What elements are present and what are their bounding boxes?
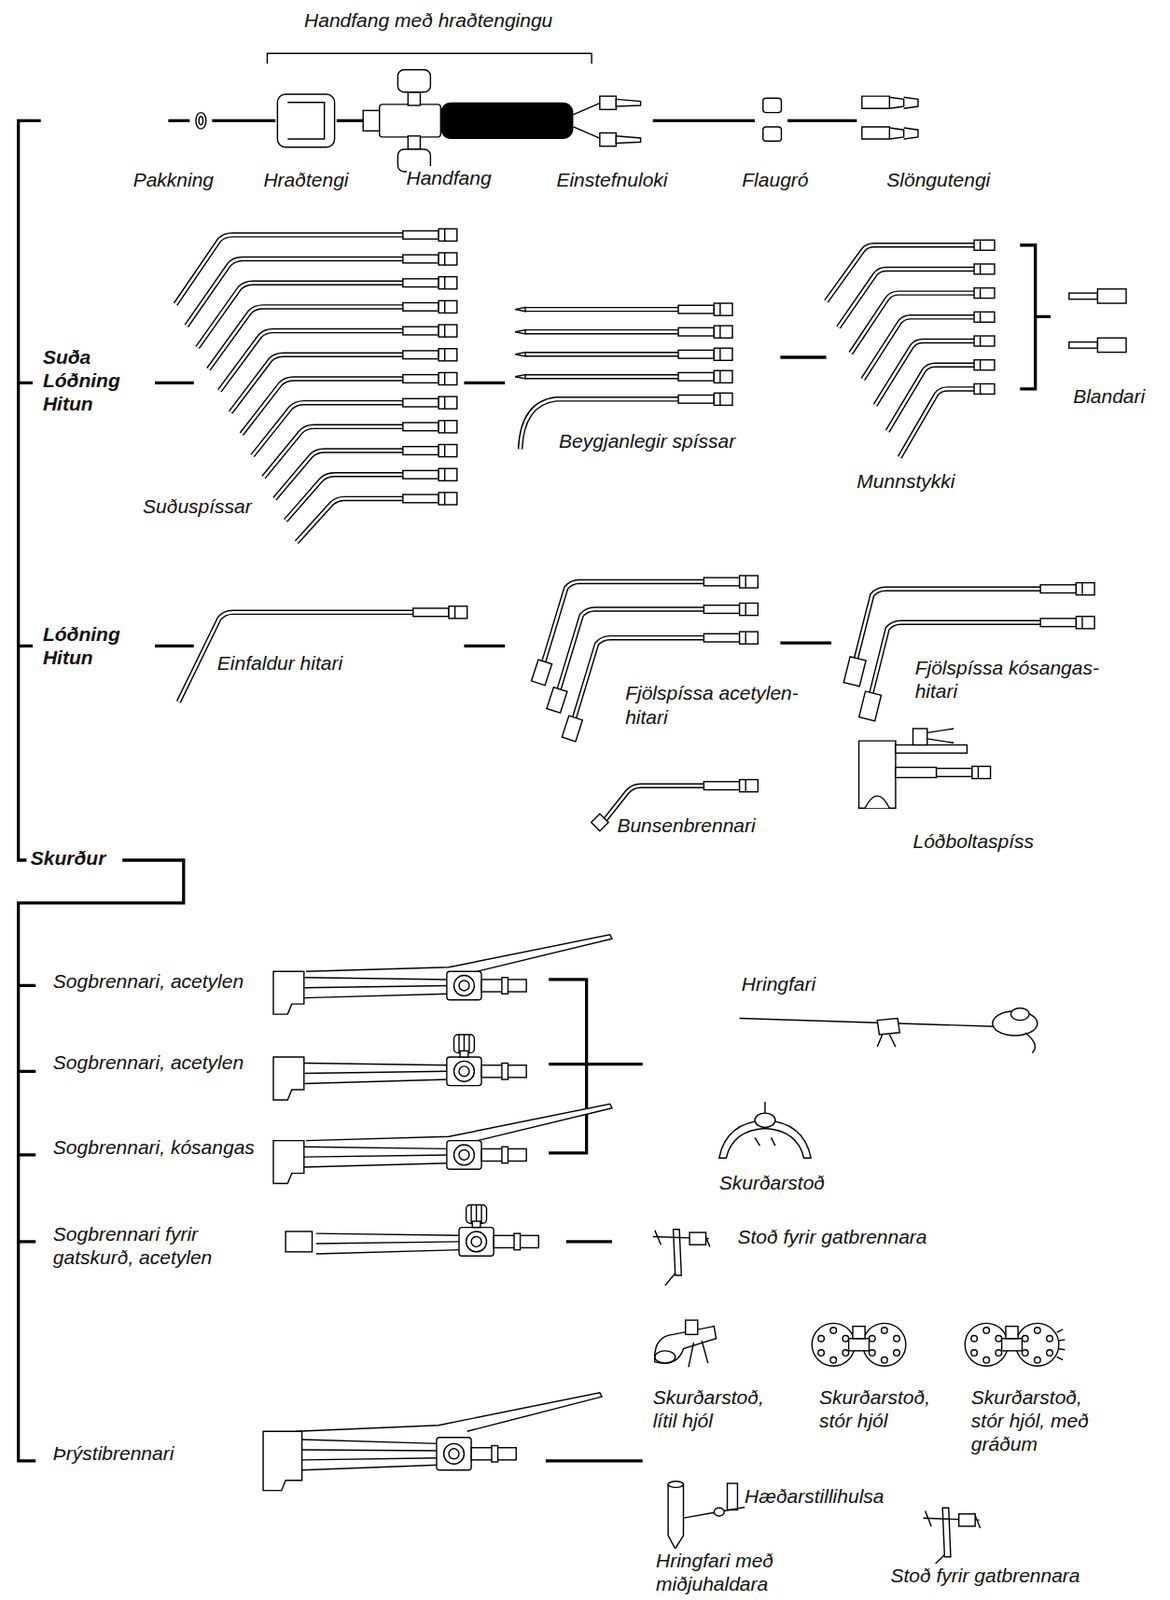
cutting-torches	[263, 934, 613, 1491]
part-label: Fjölspíssa kósangas- hitari	[915, 655, 1130, 703]
part-label: Handfang með hraðtengingu	[304, 8, 553, 32]
part-label: Skurðarstoð	[719, 1170, 825, 1195]
part-label: Skurðarstoð, stór hjól	[819, 1385, 952, 1433]
part-label: Munnstykki	[856, 469, 955, 493]
part-label: Hringfari með miðjuhaldara	[655, 1548, 799, 1596]
part-label: Hringfari	[741, 972, 816, 996]
part-label: Þrýstibrennari	[53, 1441, 175, 1465]
part-label: Flaugró	[741, 167, 808, 192]
tips	[175, 228, 1127, 832]
group-heading: Skurður	[30, 846, 107, 870]
group-heading: Suða Lóðning Hitun	[42, 345, 155, 417]
part-label: Hraðtengi	[263, 167, 349, 192]
part-label: Slöngutengi	[886, 167, 990, 192]
group-heading: Lóðning Hitun	[42, 622, 155, 669]
part-label: Hæðarstillihulsa	[744, 1484, 884, 1508]
part-label: Skurðarstoð, lítil hjól	[653, 1385, 786, 1433]
part-label: Bunsenbrennari	[616, 813, 755, 837]
part-label: Suðuspíssar	[142, 494, 252, 518]
part-label: Stoð fyrir gatbrennara	[890, 1563, 1080, 1588]
part-label: Einfaldur hitari	[217, 651, 343, 675]
handle-parts	[195, 69, 919, 172]
part-label: Handfang	[406, 166, 492, 190]
cutting-accessories	[653, 1008, 1066, 1567]
part-label: Sogbrennari fyrir gatskurð, acetylen	[53, 1222, 258, 1269]
part-label: Stoð fyrir gatbrennara	[737, 1225, 927, 1249]
part-label: Sogbrennari, acetylen	[53, 969, 244, 993]
part-label: Fjölspíssa acetylen- hitari	[625, 681, 830, 728]
connector-lines	[18, 53, 1051, 1462]
part-label: Beygjanlegir spíssar	[558, 429, 736, 453]
part-label: Skurðarstoð, stór hjól, með gráðum	[971, 1385, 1115, 1457]
part-label: Sogbrennari, kósangas	[53, 1135, 255, 1159]
part-label: Sogbrennari, acetylen	[53, 1050, 244, 1074]
part-label: Pakkning	[133, 167, 214, 192]
part-label: Blandari	[1072, 384, 1145, 408]
part-label: Lóðboltaspíss	[912, 829, 1034, 853]
part-label: Einstefnuloki	[556, 167, 668, 192]
